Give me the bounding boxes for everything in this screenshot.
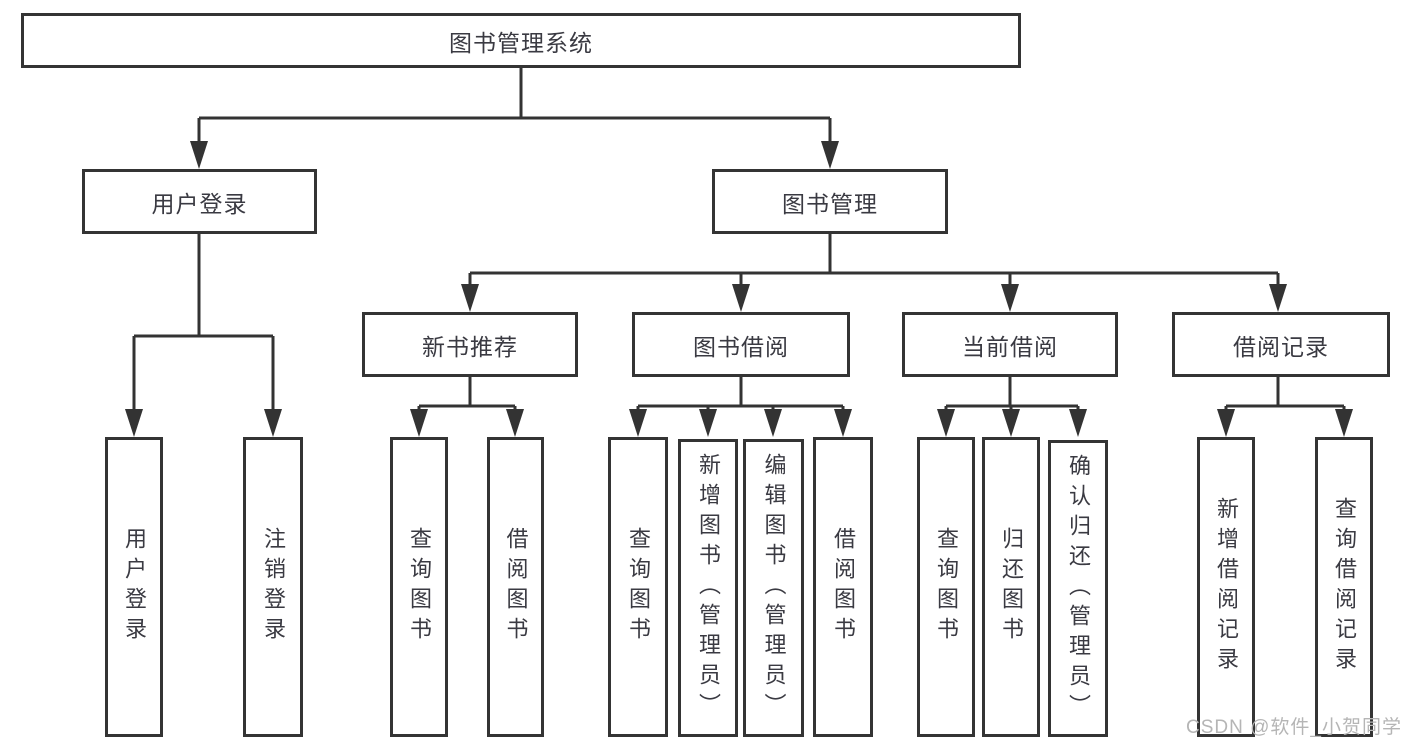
leaf-user-login-label: 用户登录	[122, 527, 147, 647]
connector-new-book-recommend-children	[410, 377, 524, 437]
leaf-return-books-label: 归还图书	[999, 527, 1024, 647]
leaf-add-books-admin-label: 新增图书（管理员）	[696, 453, 721, 723]
node-root-system-label: 图书管理系统	[449, 29, 593, 56]
node-current-borrow-label: 当前借阅	[962, 333, 1058, 360]
leaf-query-books-current-label: 查询图书	[934, 527, 959, 647]
leaf-query-books-current: 查询图书	[917, 437, 975, 737]
leaf-edit-books-admin-label: 编辑图书（管理员）	[761, 453, 787, 723]
leaf-query-books-borrow: 查询图书	[608, 437, 668, 737]
leaf-logout-label: 注销登录	[261, 527, 286, 647]
leaf-borrow-books-label: 借阅图书	[831, 527, 856, 647]
leaf-query-borrow-record: 查询借阅记录	[1315, 437, 1373, 737]
leaf-query-books-recommend: 查询图书	[390, 437, 448, 737]
leaf-add-books-admin: 新增图书（管理员）	[678, 439, 738, 737]
leaf-user-login: 用户登录	[105, 437, 163, 737]
connector-book-borrow-children	[629, 377, 852, 437]
leaf-confirm-return-admin: 确认归还（管理员）	[1048, 440, 1108, 737]
node-root-system: 图书管理系统	[21, 13, 1021, 68]
node-user-login: 用户登录	[82, 169, 317, 234]
connector-book-management-children	[461, 234, 1287, 312]
leaf-logout: 注销登录	[243, 437, 303, 737]
connector-root-to-level2	[190, 68, 839, 169]
node-book-management: 图书管理	[712, 169, 948, 234]
node-book-borrow: 图书借阅	[632, 312, 850, 377]
connector-user-login-children	[125, 234, 282, 437]
leaf-borrow-books: 借阅图书	[813, 437, 873, 737]
node-user-login-label: 用户登录	[151, 190, 248, 217]
node-borrow-records-label: 借阅记录	[1233, 333, 1329, 360]
connector-current-borrow-children	[937, 377, 1087, 437]
leaf-query-books-recommend-label: 查询图书	[407, 527, 432, 647]
csdn-watermark: CSDN @软件_小贺同学	[1186, 717, 1402, 738]
connector-borrow-records-children	[1217, 377, 1353, 437]
leaf-return-books: 归还图书	[982, 437, 1040, 737]
leaf-borrow-books-recommend-label: 借阅图书	[503, 527, 529, 647]
leaf-confirm-return-admin-label: 确认归还（管理员）	[1066, 453, 1091, 724]
node-book-borrow-label: 图书借阅	[693, 333, 789, 360]
leaf-query-books-borrow-label: 查询图书	[626, 527, 651, 647]
leaf-edit-books-admin: 编辑图书（管理员）	[743, 439, 804, 737]
node-new-book-recommend-label: 新书推荐	[422, 333, 518, 360]
leaf-add-borrow-record: 新增借阅记录	[1197, 437, 1255, 737]
leaf-query-borrow-record-label: 查询借阅记录	[1332, 497, 1357, 677]
node-book-management-label: 图书管理	[782, 190, 878, 217]
node-current-borrow: 当前借阅	[902, 312, 1118, 377]
node-new-book-recommend: 新书推荐	[362, 312, 578, 377]
leaf-borrow-books-recommend: 借阅图书	[487, 437, 544, 737]
node-borrow-records: 借阅记录	[1172, 312, 1390, 377]
leaf-add-borrow-record-label: 新增借阅记录	[1214, 497, 1239, 677]
